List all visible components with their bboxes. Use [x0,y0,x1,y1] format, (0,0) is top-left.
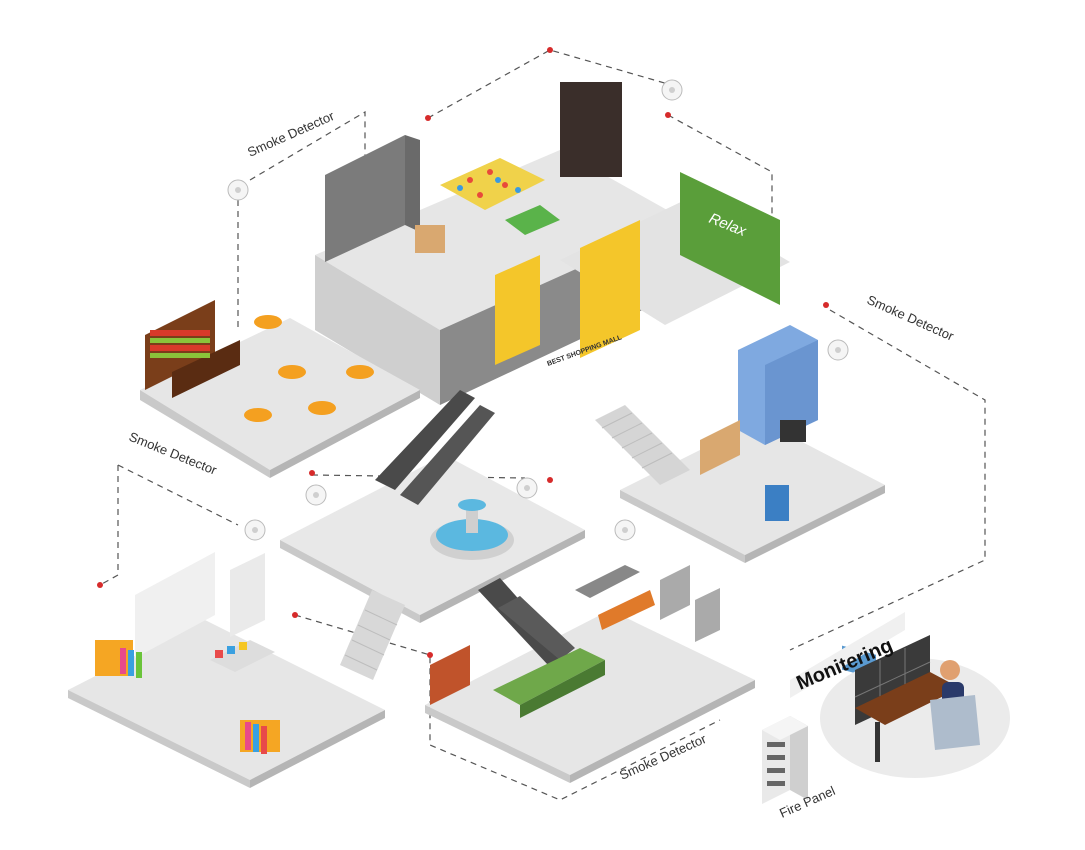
smoke-detector-icon [827,339,849,361]
relax-floor [495,172,790,365]
smoke-detector-icon [614,519,636,541]
smoke-detector-icon [227,179,249,201]
supermarket-floor [425,610,755,783]
cafe-counter [145,300,240,398]
escalators [375,390,575,665]
smoke-detector-label: Smoke Detector [245,108,337,160]
fire-alarm-indicators [97,47,829,658]
clothing-floor [68,552,385,788]
clothing-details [95,553,280,754]
cafe-tables [244,315,374,422]
fountain [430,499,514,560]
playroom [415,82,622,253]
electronics-floor [620,325,885,563]
smoke-detector-icon [244,519,266,541]
smoke-detector-label: Smoke Detector [865,292,957,344]
stairs [340,405,690,680]
cafe-floor [140,318,420,478]
smoke-detector-icon [661,79,683,101]
supermarket-details [430,565,720,718]
smoke-detector-icon [305,484,327,506]
smoke-detector-icon [516,477,538,499]
monitoring-area [790,612,1010,778]
fire-panel-cabinet [762,716,808,804]
